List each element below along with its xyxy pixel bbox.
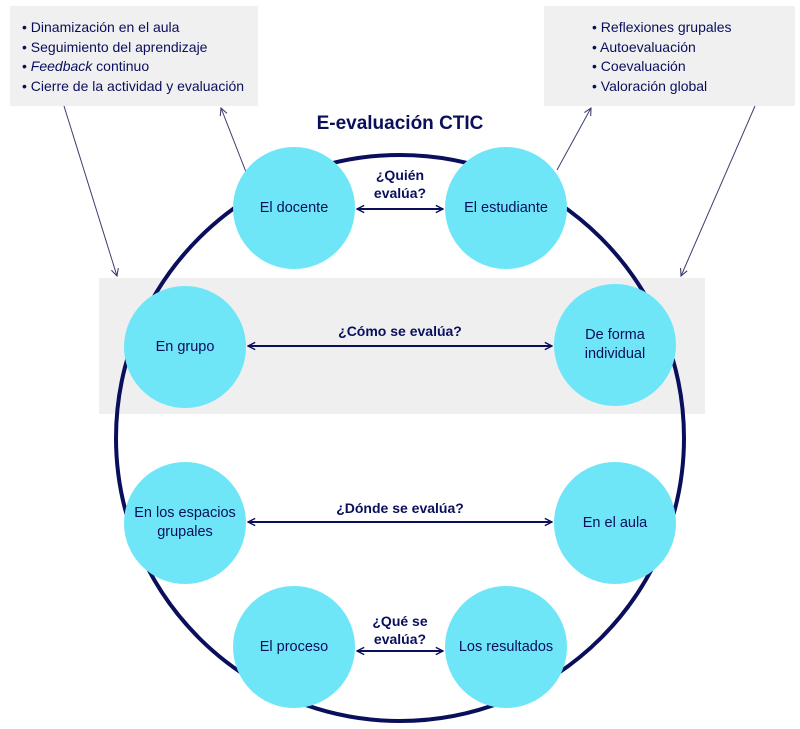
teacher-activity-item: Seguimiento del aprendizaje <box>22 38 258 58</box>
node-label: En grupo <box>155 338 215 355</box>
teacher-activity-item: Dinamización en el aula <box>22 18 258 38</box>
student-activity-item: Coevaluación <box>592 57 795 77</box>
pointer-line <box>556 108 591 171</box>
node-en-el-aula: En el aula <box>554 462 676 584</box>
pointer-line <box>681 105 756 276</box>
node-el-docente: El docente <box>233 147 355 269</box>
node-el-estudiante: El estudiante <box>445 147 567 269</box>
node-en-grupo: En grupo <box>124 286 246 408</box>
node-los-resultados: Los resultados <box>445 586 567 708</box>
student-activity-item: Valoración global <box>592 77 795 97</box>
node-el-proceso: El proceso <box>233 586 355 708</box>
teacher-activities-box: Dinamización en el aula Seguimiento del … <box>10 6 258 106</box>
question-donde-se-evalua: ¿Dónde se evalúa? <box>336 500 464 516</box>
node-label: El proceso <box>259 638 329 655</box>
node-label: El estudiante <box>464 199 548 216</box>
student-activities-box: Reflexiones grupales Autoevaluación Coev… <box>544 6 795 106</box>
node-label: En el aula <box>582 514 648 531</box>
teacher-activity-item: Feedback continuo <box>22 57 258 77</box>
student-activity-item: Autoevaluación <box>592 38 795 58</box>
student-activity-item: Reflexiones grupales <box>592 18 795 38</box>
node-label: Los resultados <box>458 638 554 655</box>
diagram-title: E-evaluación CTIC <box>316 113 484 134</box>
teacher-activity-item: Cierre de la actividad y evaluación <box>22 77 258 97</box>
question-como-se-evalua: ¿Cómo se evalúa? <box>338 323 462 339</box>
evaluation-cycle-ring <box>114 153 686 723</box>
pointer-line <box>221 108 247 173</box>
node-label: El docente <box>259 199 329 216</box>
pointer-line <box>63 105 117 276</box>
